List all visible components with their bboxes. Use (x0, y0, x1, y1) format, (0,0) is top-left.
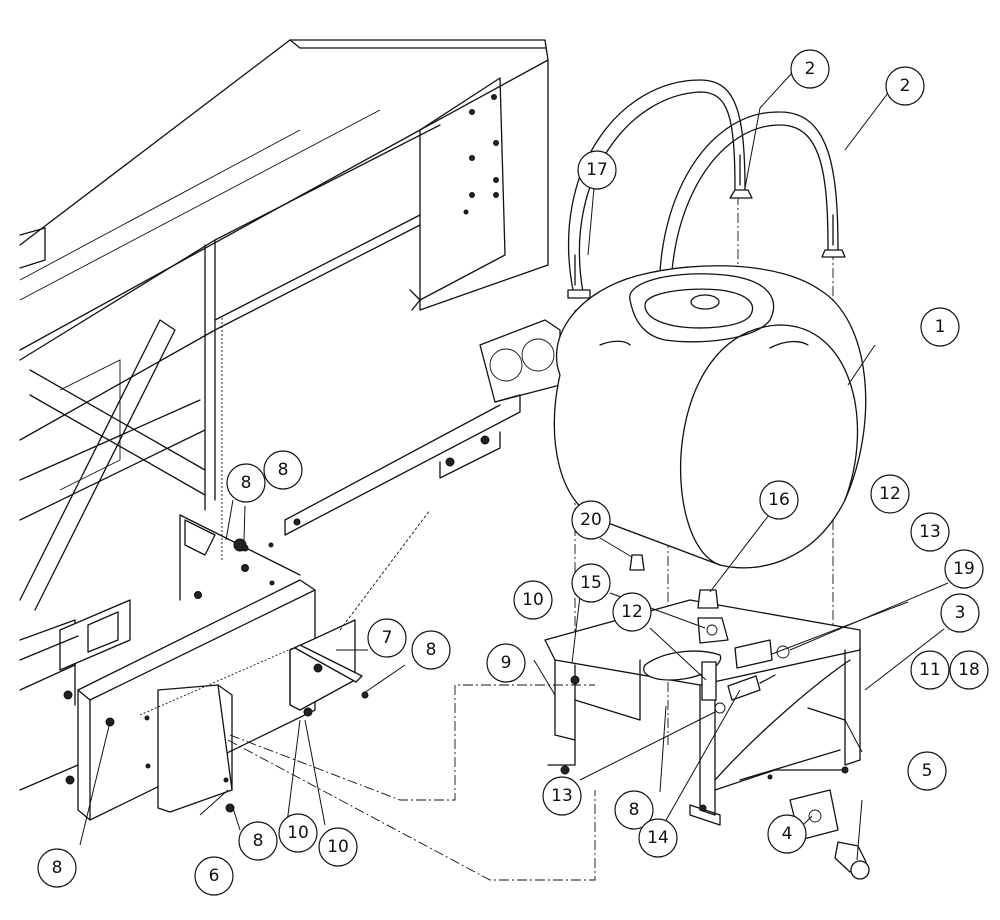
machine-frame (19, 39, 549, 611)
callout-label-6: 6 (209, 866, 220, 886)
callout-10c: 10 (318, 827, 358, 867)
assembly-lines (139, 195, 834, 881)
callout-label-15: 15 (580, 573, 602, 593)
callout-19: 19 (944, 549, 984, 589)
callout-14: 14 (638, 818, 678, 858)
callout-label-13a: 13 (919, 522, 941, 542)
callout-6: 6 (194, 856, 234, 896)
callout-12b: 12 (612, 592, 652, 632)
callout-3: 3 (940, 593, 980, 633)
callout-label-8d: 8 (253, 831, 264, 851)
callout-10a: 10 (513, 580, 553, 620)
callout-11: 11 (910, 650, 950, 690)
callout-13b: 13 (542, 776, 582, 816)
callout-label-3: 3 (955, 603, 966, 623)
callout-label-2b: 2 (900, 76, 911, 96)
callout-label-7: 7 (382, 628, 393, 648)
callout-1: 1 (920, 307, 960, 347)
callout-8b: 8 (263, 450, 303, 490)
callout-20: 20 (571, 500, 611, 540)
callout-2b: 2 (885, 66, 925, 106)
callout-2a: 2 (790, 49, 830, 89)
callout-label-12a: 12 (879, 484, 901, 504)
callout-label-19: 19 (953, 559, 975, 579)
callout-8f: 8 (614, 790, 654, 830)
callout-9: 9 (486, 643, 526, 683)
callout-label-8f: 8 (629, 800, 640, 820)
callout-8c: 8 (411, 630, 451, 670)
callout-label-10c: 10 (327, 837, 349, 857)
callout-17: 17 (577, 150, 617, 190)
callout-label-12b: 12 (621, 602, 643, 622)
callout-label-10a: 10 (522, 590, 544, 610)
callout-label-10b: 10 (287, 823, 309, 843)
callout-label-13b: 13 (551, 786, 573, 806)
callout-12a: 12 (870, 474, 910, 514)
callout-label-4: 4 (782, 824, 793, 844)
callout-label-5: 5 (922, 761, 933, 781)
callout-label-8b: 8 (278, 460, 289, 480)
callout-18: 18 (949, 650, 989, 690)
callout-13a: 13 (910, 512, 950, 552)
callout-label-14: 14 (647, 828, 669, 848)
callout-label-8e: 8 (52, 858, 63, 878)
callout-label-8c: 8 (426, 640, 437, 660)
gusset-plate (157, 684, 235, 813)
callout-15: 15 (571, 563, 611, 603)
callout-8d: 8 (238, 821, 278, 861)
light-bracket (284, 319, 561, 536)
callout-label-11: 11 (919, 660, 941, 680)
callout-8e: 8 (37, 848, 77, 888)
callout-label-1: 1 (935, 317, 946, 337)
callout-7: 7 (367, 618, 407, 658)
bracket-7 (289, 619, 369, 717)
callout-label-8a: 8 (241, 473, 252, 493)
callout-label-9: 9 (501, 653, 512, 673)
callout-label-17: 17 (586, 160, 608, 180)
callout-label-2a: 2 (805, 59, 816, 79)
callout-4: 4 (767, 814, 807, 854)
callout-label-16: 16 (768, 490, 790, 510)
callout-label-20: 20 (580, 510, 602, 530)
leader-lines (79, 72, 949, 861)
callout-8a: 8 (226, 463, 266, 503)
callout-label-18: 18 (958, 660, 980, 680)
callout-10b: 10 (278, 813, 318, 853)
callout-5: 5 (907, 751, 947, 791)
callout-16: 16 (759, 480, 799, 520)
